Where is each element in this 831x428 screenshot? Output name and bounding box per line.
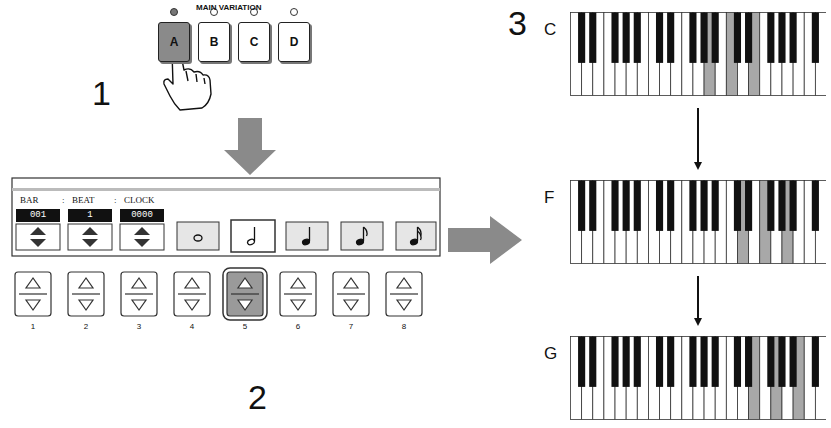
display-field: BEAT — [72, 196, 95, 205]
keyboard-chord: G — [570, 336, 826, 420]
variation-button: A — [158, 22, 190, 62]
display-value: 0000 — [120, 211, 164, 220]
separator: : — [114, 196, 117, 205]
button-number: 5 — [227, 323, 263, 331]
button-number: 3 — [121, 323, 157, 331]
keyboard-chord: C — [570, 12, 826, 96]
button-letter: A — [170, 35, 179, 49]
display-value: 001 — [16, 211, 60, 220]
button-number: 4 — [174, 323, 210, 331]
keyboard-keys — [570, 12, 826, 96]
button-number: 7 — [333, 323, 369, 331]
button-number: 6 — [280, 323, 316, 331]
callout-number: 3 — [508, 6, 527, 40]
separator: : — [62, 196, 65, 205]
button-letter: B — [210, 35, 219, 49]
display-field: CLOCK — [124, 196, 155, 205]
keyboard-chord: F — [570, 180, 826, 264]
keyboard-keys — [570, 336, 826, 420]
button-letter: D — [290, 35, 299, 49]
display-value: 1 — [68, 211, 112, 220]
keyboard-keys — [570, 180, 826, 264]
button-number: 8 — [386, 323, 422, 331]
button-letter: C — [250, 35, 259, 49]
variation-button: C — [238, 22, 270, 62]
button-number: 2 — [68, 323, 104, 331]
chord-name: C — [544, 20, 556, 40]
callout-number: 1 — [92, 76, 111, 110]
variation-button: B — [198, 22, 230, 62]
callout-number: 2 — [248, 380, 267, 414]
chord-name: F — [544, 188, 554, 208]
variation-button: D — [278, 22, 310, 62]
sequence-arrow — [697, 276, 699, 324]
panel-title: MAIN VARIATION — [196, 4, 261, 12]
sequence-arrow — [697, 108, 699, 168]
button-number: 1 — [15, 323, 51, 331]
chord-name: G — [544, 344, 557, 364]
display-field: BAR — [20, 196, 39, 205]
